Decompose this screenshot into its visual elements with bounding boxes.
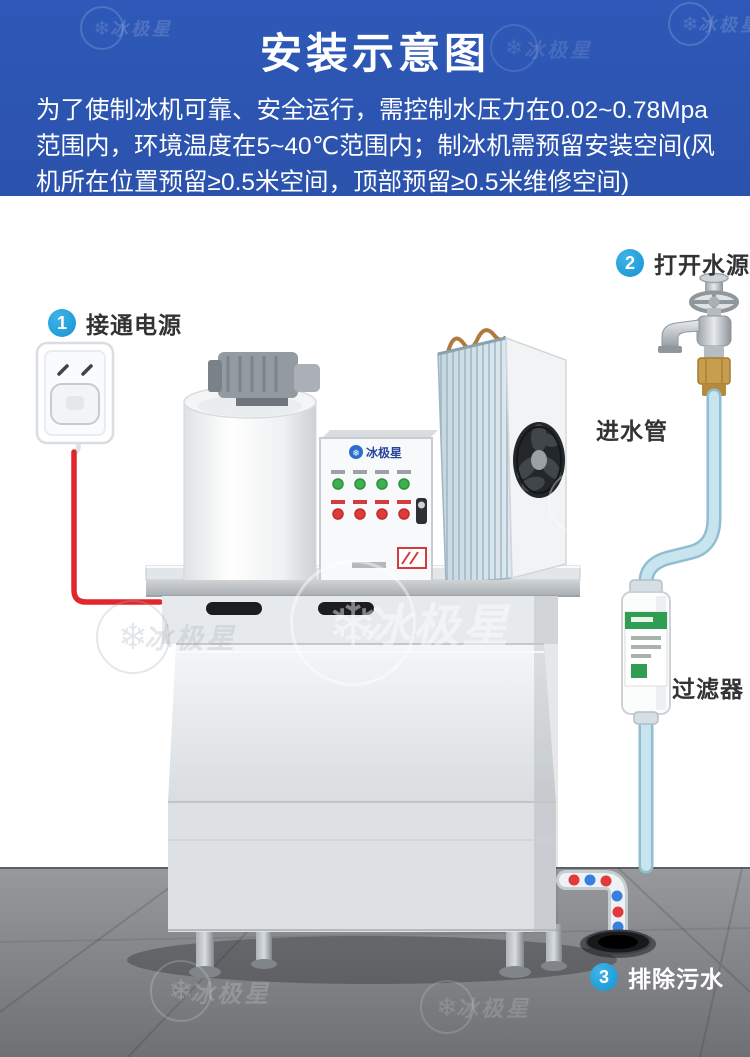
step-number-badge: 3	[590, 963, 618, 991]
indicator-labels-row2	[331, 500, 411, 504]
panel-brand-text: 冰极星	[366, 445, 402, 460]
machine-shadow	[127, 936, 617, 984]
step-1-connect-power: 1 接通电源	[48, 306, 182, 340]
warning-sticker	[397, 547, 427, 569]
step-3-drain-waste: 3 排除污水	[590, 960, 724, 994]
machine-deck-front	[146, 580, 580, 597]
drain-hole	[580, 929, 656, 958]
step-label: 排除污水	[628, 966, 724, 992]
brand-logo: ❄ 冰极星	[349, 445, 402, 460]
step-label: 接通电源	[86, 312, 182, 338]
model-label	[352, 562, 386, 568]
machine-feet	[189, 924, 567, 978]
power-plug	[50, 383, 100, 425]
faucet-spout	[661, 319, 700, 347]
control-panel: ❄ 冰极星	[319, 430, 438, 585]
page-title: 安装示意图	[259, 30, 490, 77]
step-number-badge: 1	[48, 309, 76, 337]
control-buttons-red	[332, 508, 410, 520]
handle-slot	[206, 602, 262, 615]
filter-label: 过滤器	[672, 676, 744, 702]
handle-slot	[318, 602, 374, 615]
water-filter	[621, 579, 671, 725]
drum-motor	[208, 352, 320, 406]
water-inlet-pipe	[638, 388, 722, 874]
indicator-labels-row1	[331, 470, 411, 474]
power-switch	[416, 498, 427, 524]
evaporator-drum	[183, 385, 317, 585]
step-2-open-water: 2 打开水源	[616, 246, 750, 280]
water-faucet	[658, 272, 739, 396]
filter-label	[624, 611, 668, 687]
header: 安装示意图 为了使制冰机可靠、安全运行，需控制水压力在0.02~0.78Mpa …	[0, 0, 750, 196]
indicator-lights-green	[332, 478, 410, 490]
step-number-badge: 2	[616, 249, 644, 277]
condenser-unit	[437, 328, 567, 585]
description-line: 范围内，环境温度在5~40℃范围内；制冰机需预留安装空间(风	[36, 133, 715, 160]
drain-assembly	[556, 870, 656, 958]
machine-cabinet	[162, 596, 558, 932]
header-description: 为了使制冰机可靠、安全运行，需控制水压力在0.02~0.78Mpa 范围内，环境…	[36, 93, 716, 201]
description-line: 机所在位置预留≥0.5米空间，顶部预留≥0.5米维修空间)	[36, 169, 630, 196]
step-label: 打开水源	[654, 252, 750, 278]
snowflake-icon: ❄	[352, 448, 360, 458]
description-line: 为了使制冰机可靠、安全运行，需控制水压力在0.02~0.78Mpa	[36, 97, 708, 124]
copper-pipe	[446, 328, 508, 353]
power-outlet	[35, 341, 115, 445]
condenser-fan	[513, 422, 565, 498]
inlet-pipe-label: 进水管	[596, 418, 668, 444]
